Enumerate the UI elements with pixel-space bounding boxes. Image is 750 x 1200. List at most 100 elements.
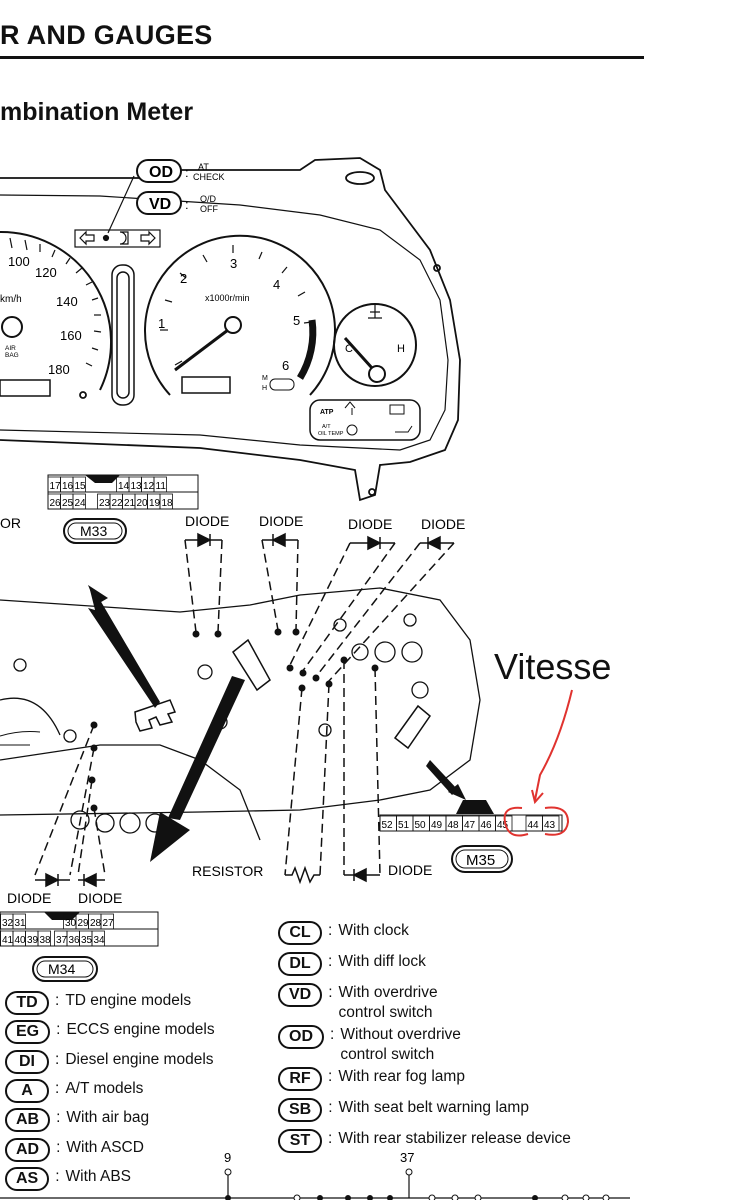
svg-text:M: M [262, 375, 268, 382]
svg-text:OD: OD [149, 164, 173, 181]
m35-pin: 51 [398, 820, 410, 831]
m34-pin: 39 [27, 935, 39, 946]
legend-code: DL [278, 952, 322, 976]
pointer-arrows [88, 585, 466, 862]
top-pill-od: OD : AT CHECK [136, 159, 225, 183]
cluster-outline [0, 157, 461, 502]
m34-pin: 34 [94, 935, 106, 946]
legend-code: VD [278, 983, 323, 1007]
speedo-unit: km/h [0, 294, 22, 305]
airbag-label: AIR [5, 345, 16, 352]
turn-signal-icon [74, 229, 161, 248]
resistor-symbol [285, 865, 320, 885]
resistor-label: RESISTOR [192, 863, 263, 879]
m34-cell [100, 913, 114, 930]
svg-text:ATP: ATP [320, 409, 334, 416]
diode-label: DIODE [7, 890, 51, 906]
speedo-tick-label: 160 [60, 328, 82, 343]
svg-text:6: 6 [282, 358, 289, 373]
legend-code: A [5, 1078, 49, 1103]
m34-pin: 32 [2, 918, 14, 929]
diode-symbol [344, 867, 380, 883]
m34-cell [12, 913, 26, 930]
svg-text:H: H [397, 343, 405, 355]
bottom-diodes [35, 872, 105, 888]
m33-pin: 12 [143, 481, 155, 492]
legend-item-td: TD:TD engine models [5, 991, 191, 1015]
m33-pin: 24 [75, 498, 87, 509]
legend-code: RF [278, 1067, 322, 1091]
m34-pin: 30 [65, 918, 77, 929]
legend-text: With ASCD [66, 1138, 144, 1156]
legend-item-di: DI:Diesel engine models [5, 1049, 214, 1074]
speedo-tick-label: 180 [48, 362, 70, 377]
m34-pin: 41 [2, 935, 14, 946]
diode-label-m35: DIODE [388, 862, 432, 878]
legend-item-cl: CL:With clock [278, 921, 409, 945]
back-board [0, 587, 481, 841]
svg-text:3: 3 [230, 256, 237, 271]
legend-code: AD [5, 1137, 51, 1162]
bottom-terminals: 9 37 [0, 1150, 630, 1200]
legend-code: AB [5, 1108, 51, 1133]
svg-text::: : [185, 197, 189, 212]
vitesse-label: Vitesse [494, 646, 612, 687]
legend-item-as: AS:With ABS [5, 1166, 131, 1191]
m33-pin: 23 [99, 498, 111, 509]
legend-code: SB [278, 1098, 323, 1122]
legend-item-ad: AD:With ASCD [5, 1137, 144, 1162]
title-rule [0, 56, 644, 59]
board-connector-icons [134, 638, 432, 750]
diode-label: DIODE [78, 890, 122, 906]
m33-cell [72, 476, 86, 493]
m34-cell [37, 930, 51, 947]
center-bar [111, 264, 135, 406]
m33-pin: 26 [50, 498, 62, 509]
airbag-label-2: BAG [5, 352, 19, 359]
legend-item-sb: SB:With seat belt warning lamp [278, 1098, 529, 1122]
m34-cell [91, 930, 105, 947]
m33-pin: 16 [62, 481, 74, 492]
svg-text:37: 37 [400, 1150, 414, 1165]
m35-pin: 47 [464, 820, 476, 831]
legend-item-st: ST:With rear stabilizer release device [278, 1129, 571, 1153]
svg-text:OIL TEMP: OIL TEMP [318, 431, 344, 437]
legend-item-a: A:A/T models [5, 1078, 144, 1103]
legend-text: ECCS engine models [66, 1021, 215, 1039]
svg-text:9: 9 [224, 1150, 231, 1165]
svg-text:M34: M34 [48, 961, 75, 977]
m34-pin: 35 [81, 935, 93, 946]
m33-pin: 22 [112, 498, 124, 509]
legend-text: A/T models [65, 1079, 144, 1097]
m33-cell [72, 493, 86, 510]
speedo-tick-label: 120 [35, 265, 57, 280]
m33-pin: 18 [162, 498, 174, 509]
svg-text:AT: AT [198, 162, 209, 172]
m35-pin: 48 [448, 820, 460, 831]
legend-item-ab: AB:With air bag [5, 1108, 150, 1133]
diode-label: DIODE [421, 516, 465, 532]
subtitle: mbination Meter [0, 98, 194, 126]
legend-code: DI [5, 1049, 49, 1074]
svg-text:5: 5 [293, 313, 300, 328]
left-partial-label: OR [0, 515, 21, 531]
legend-item-dl: DL:With diff lock [278, 952, 426, 976]
legend-text: With air bag [66, 1109, 150, 1127]
legend-code: TD [5, 991, 49, 1015]
m35-label: M35 [451, 845, 513, 873]
m35-pin: 45 [497, 820, 509, 831]
temp-gauge: C H [333, 303, 417, 387]
m34-pin: 38 [40, 935, 52, 946]
legend-code: EG [5, 1020, 51, 1045]
m33-pin: 13 [131, 481, 143, 492]
m33-label: M33 [63, 518, 127, 544]
m34-pin: 36 [69, 935, 81, 946]
diode-label: DIODE [348, 516, 392, 532]
m33-pin: 17 [50, 481, 62, 492]
svg-text:4: 4 [273, 277, 280, 292]
svg-text:H: H [262, 385, 267, 392]
legend-text: With diff lock [338, 953, 426, 970]
